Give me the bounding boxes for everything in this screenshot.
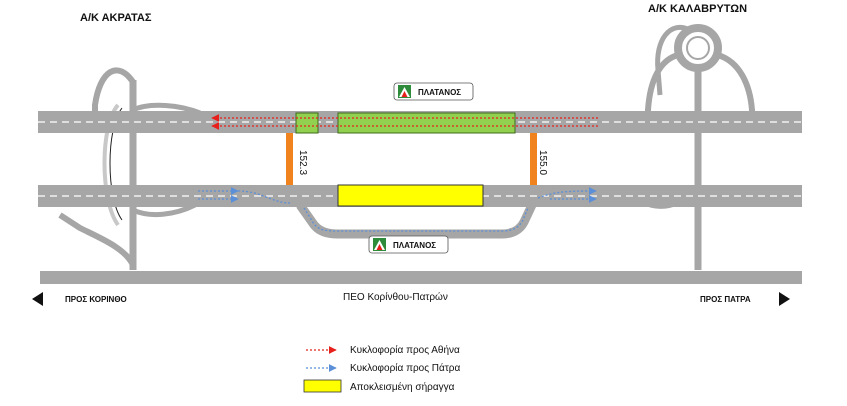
crossover-left — [286, 133, 293, 185]
arrow-left-icon — [32, 292, 43, 306]
tunnel-sign-top: ΠΛΑΤΑΝΟΣ — [393, 82, 474, 101]
direction-center-label: ΠΕΟ Κορίνθου-Πατρών — [343, 291, 448, 303]
direction-left-label: ΠΡΟΣ ΚΟΡΙΝΘΟ — [65, 295, 127, 304]
lower-bypass-road — [296, 202, 537, 239]
arrow-right-icon — [779, 292, 790, 306]
interchange-label-left: Α/Κ ΑΚΡΑΤΑΣ — [80, 12, 152, 24]
tunnel-sign-bottom: ΠΛΑΤΑΝΟΣ — [368, 235, 449, 254]
lower-tunnel-closed — [337, 184, 484, 207]
patra-traffic-arrows — [198, 187, 597, 232]
athens-traffic-arrows — [211, 114, 598, 130]
tunnel-sign-top-label: ΠΛΑΤΑΝΟΣ — [418, 88, 461, 97]
tunnel-sign-bottom-label: ΠΛΑΤΑΝΟΣ — [393, 241, 436, 250]
legend-closed-swatch — [303, 379, 342, 393]
upper-tunnel-main — [337, 112, 516, 134]
chainage-left: 152.3 — [297, 150, 308, 175]
old-national-road — [40, 271, 802, 284]
legend-athens-label: Κυκλοφορία προς Αθήνα — [350, 344, 460, 356]
legend-patra-label: Κυκλοφορία προς Πάτρα — [350, 362, 460, 374]
right-interchange — [645, 24, 755, 270]
crossover-right — [530, 133, 537, 185]
roundabout-center — [686, 36, 710, 60]
direction-right-label: ΠΡΟΣ ΠΑΤΡΑ — [700, 295, 751, 304]
interchange-label-right: Α/Κ ΚΑΛΑΒΡΥΤΩΝ — [648, 3, 747, 15]
legend-closed-label: Αποκλεισμένη σήραγγα — [350, 381, 455, 393]
left-interchange — [58, 67, 201, 270]
legend: Κυκλοφορία προς Αθήνα Κυκλοφορία προς Πά… — [303, 344, 460, 393]
upper-tunnel-small — [295, 112, 319, 134]
chainage-right: 155.0 — [537, 150, 548, 175]
